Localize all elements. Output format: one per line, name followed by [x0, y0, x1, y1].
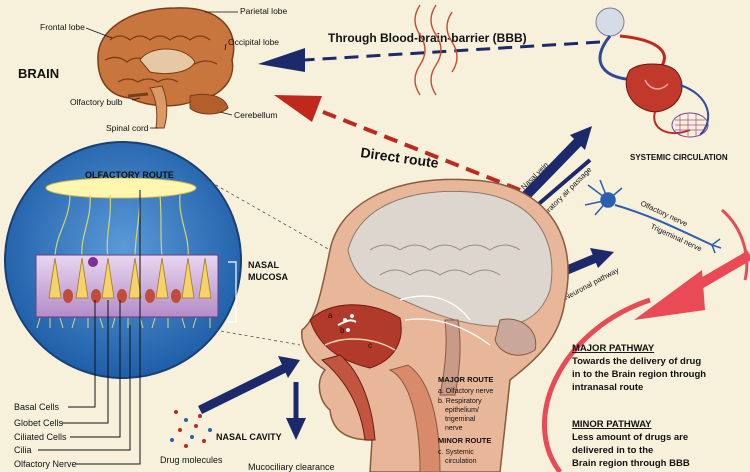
brain-illustration: [97, 7, 235, 129]
cell-label-ciliated: Ciliated Cells: [14, 432, 67, 442]
route-direct-label: Direct route: [360, 144, 440, 171]
nasal-mucosa-label-2: MUCOSA: [248, 272, 288, 282]
cell-label-cilia: Cilia: [14, 445, 32, 455]
bbb-route-arrow: [304, 40, 601, 62]
label-cerebellum: Cerebellum: [234, 110, 277, 120]
direct-route-arrow: [317, 108, 521, 192]
brain-leader-lines: [85, 11, 238, 129]
drug-molecules-label: Drug molecules: [160, 455, 223, 465]
major-pathway-title: MAJOR PATHWAY: [572, 343, 655, 354]
head-letter-b: b: [340, 326, 345, 335]
major-route-item-5: nerve: [445, 425, 463, 432]
drug-molecule-dots: [170, 410, 212, 448]
pink-arc: [542, 297, 651, 472]
cilia: [36, 317, 211, 329]
nasal-cavity-label: NASAL CAVITY: [216, 432, 282, 442]
label-frontal-lobe: Frontal lobe: [40, 22, 85, 32]
heart-circulation-illustration: [595, 7, 710, 138]
nasal-mucosa-label-1: NASAL: [248, 260, 280, 270]
olfactory-bulb-ellipse: [45, 177, 197, 199]
head-letter-a: a: [328, 311, 333, 320]
minor-pathway-line-2: delivered in to the: [572, 445, 653, 456]
major-route-item-2: b. Respiratory: [438, 398, 482, 405]
goblet-cells: [63, 257, 181, 303]
route-bbb-label: Through Blood-brain-barrier (BBB): [328, 31, 527, 45]
minor-pathway-line-1: Less amount of drugs are: [572, 432, 688, 443]
zoom-line-bottom: [214, 329, 301, 346]
minor-pathway-title: MINOR PATHWAY: [572, 419, 652, 430]
label-olfactory-bulb: Olfactory bulb: [70, 97, 123, 107]
pink-top-curve: [721, 208, 749, 281]
nasal-vein-arrowhead: [570, 126, 592, 150]
major-pathway-line-2: in to the Brain region through: [572, 369, 706, 380]
vessel-squiggles: [414, 4, 458, 96]
major-pathway-line-1: Towards the delivery of drug: [572, 356, 701, 367]
label-parietal-lobe: Parietal lobe: [240, 6, 288, 16]
minor-route-item-2: circulation: [445, 458, 477, 465]
mucociliary-arrowhead: [286, 418, 306, 440]
mucosa-bracket: [228, 261, 237, 323]
major-route-item-1: a. Olfactory nerve: [438, 388, 493, 395]
systemic-circulation-label: SYSTEMIC CIRCULATION: [630, 153, 728, 162]
major-route-item-4: trigeminal: [445, 416, 476, 423]
olfactory-route-title: OLFACTORY ROUTE: [85, 170, 174, 180]
brain-title: BRAIN: [18, 66, 59, 81]
mucociliary-label: Mucociliary clearance: [248, 462, 335, 472]
bbb-arrowhead: [258, 48, 305, 72]
minor-pathway-line-3: Brain region through BBB: [572, 458, 690, 469]
head-cross-section-illustration: [301, 178, 569, 472]
label-spinal-cord: Spinal cord: [106, 123, 149, 133]
drug-entry-arrow: [198, 363, 287, 415]
head-letter-c: c: [368, 341, 372, 350]
neuron-illustration: [584, 179, 722, 254]
major-route-title: MAJOR ROUTE: [438, 375, 493, 384]
epithelial-cells: [48, 257, 212, 299]
cell-leader-lines: [38, 190, 141, 465]
olfactory-nerve-fibers: [54, 194, 189, 259]
cell-label-goblet: Globet Cells: [14, 418, 64, 428]
major-pathway-line-3: intranasal route: [572, 382, 643, 393]
minor-route-title: MINOR ROUTE: [438, 436, 491, 445]
cell-label-basal: Basal Cells: [14, 402, 60, 412]
zoom-line-top: [199, 175, 331, 251]
cell-label-olfactory-nerve: Olfactory Nerve: [14, 459, 77, 469]
direct-route-arrowhead: [274, 95, 322, 122]
label-occipital-lobe: Occipital lobe: [228, 37, 279, 47]
pink-big-arrowhead: [634, 270, 705, 320]
major-route-item-3: epithelium/: [445, 407, 479, 414]
minor-route-item-1: c. Systemic: [438, 449, 474, 456]
drug-entry-arrowhead: [278, 356, 300, 378]
neuronal-arrowhead: [590, 248, 614, 268]
